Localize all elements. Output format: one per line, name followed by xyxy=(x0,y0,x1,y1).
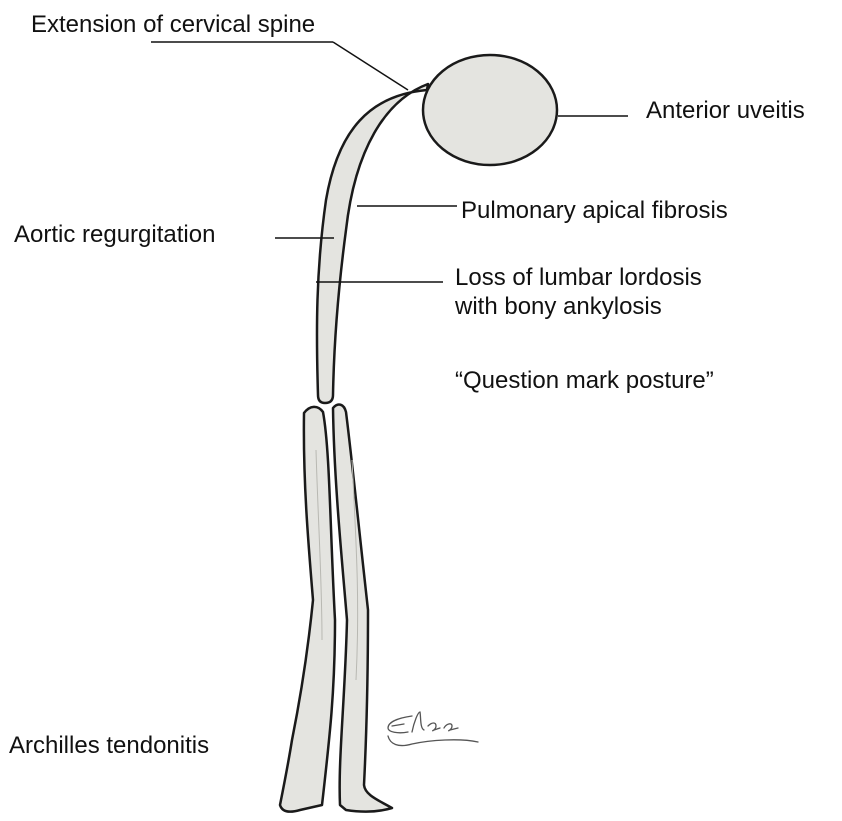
label-lumbar-line-2: with bony ankylosis xyxy=(455,292,702,321)
label-achilles-tendonitis: Archilles tendonitis xyxy=(9,731,209,761)
label-extension-of-cervical-spine: Extension of cervical spine xyxy=(31,10,315,40)
label-question-mark-posture: “Question mark posture” xyxy=(455,366,714,396)
spine-body xyxy=(317,84,428,403)
label-loss-of-lumbar-lordosis: Loss of lumbar lordosis with bony ankylo… xyxy=(455,263,702,321)
right-leg xyxy=(333,405,392,812)
head xyxy=(423,55,557,165)
label-anterior-uveitis: Anterior uveitis xyxy=(646,96,805,126)
left-leg xyxy=(280,407,335,812)
label-lumbar-line-1: Loss of lumbar lordosis xyxy=(455,263,702,292)
artist-signature xyxy=(388,712,478,746)
leader-line-cervical-diagonal xyxy=(333,42,408,90)
label-aortic-regurgitation: Aortic regurgitation xyxy=(14,220,215,250)
label-pulmonary-apical-fibrosis: Pulmonary apical fibrosis xyxy=(461,196,728,226)
